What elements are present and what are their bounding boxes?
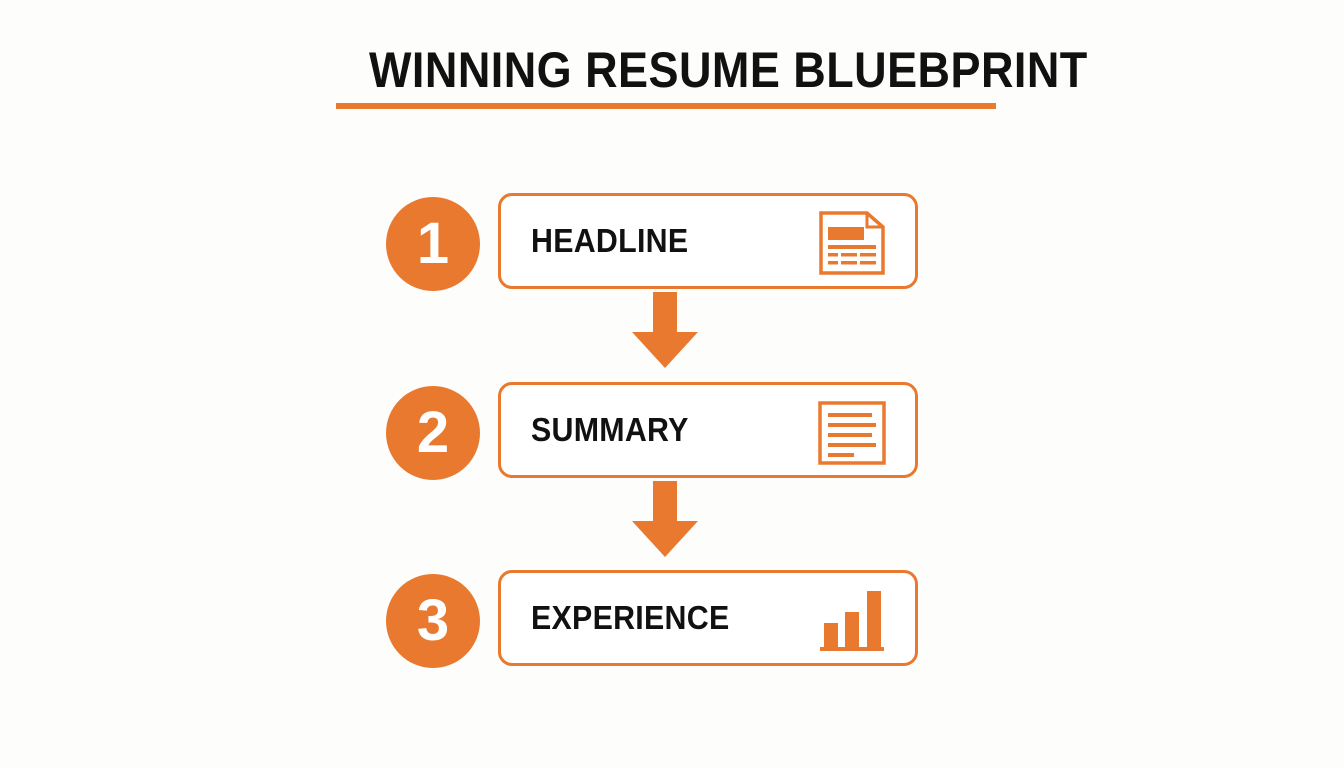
title-underline <box>336 103 996 109</box>
step-label: EXPERIENCE <box>531 599 730 636</box>
step-card: EXPERIENCE <box>498 570 918 666</box>
bar-chart-icon <box>820 591 884 651</box>
step-label: SUMMARY <box>531 411 689 448</box>
step-label: HEADLINE <box>531 222 689 259</box>
step-number-badge: 2 <box>386 386 480 480</box>
step-card: HEADLINE <box>498 193 918 289</box>
step-number-badge: 1 <box>386 197 480 291</box>
document-header-icon <box>819 211 885 275</box>
step-headline: 1 HEADLINE <box>386 193 926 295</box>
step-number-badge: 3 <box>386 574 480 668</box>
page-title: WINNING RESUME BLUEBPRINT <box>369 42 1088 98</box>
down-arrow-icon <box>632 292 698 368</box>
step-experience: 3 EXPERIENCE <box>386 570 926 672</box>
step-summary: 2 SUMMARY <box>386 382 926 484</box>
step-card: SUMMARY <box>498 382 918 478</box>
down-arrow-icon <box>632 481 698 557</box>
text-lines-icon <box>818 401 886 465</box>
